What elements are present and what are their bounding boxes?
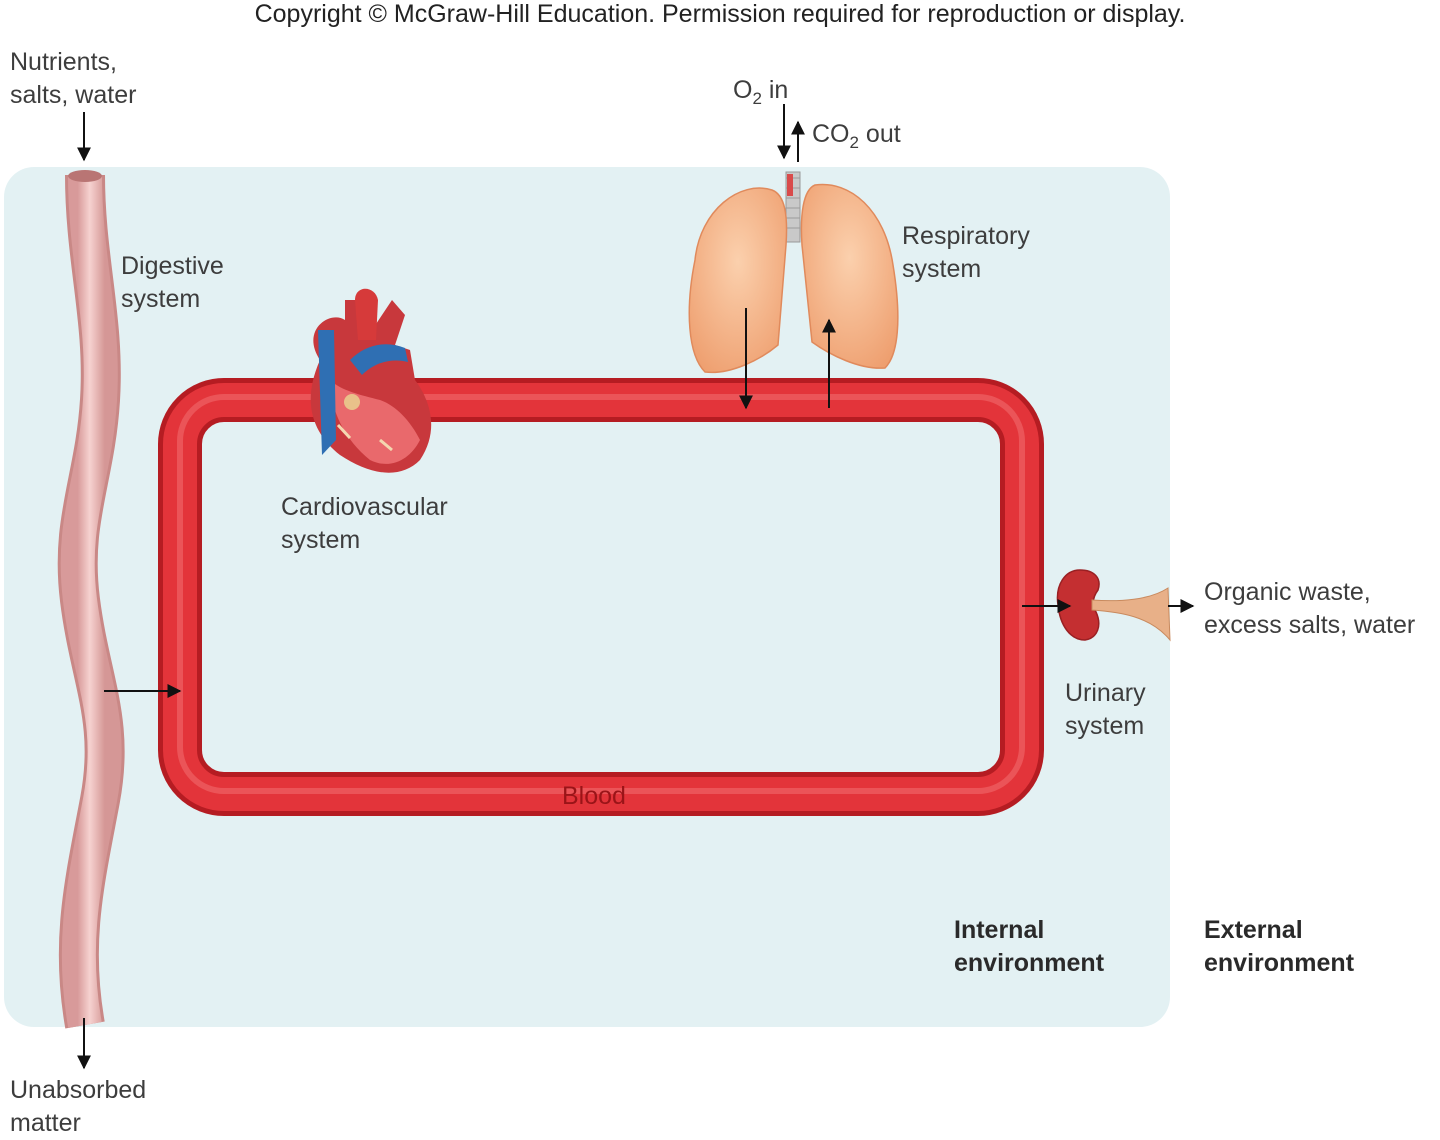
heart-icon	[310, 288, 432, 473]
label-blood: Blood	[562, 782, 626, 810]
label-unabsorbed-line2: matter	[10, 1109, 81, 1137]
label-digestive-line2: system	[121, 285, 201, 313]
flow-arrows	[77, 104, 1195, 1070]
o2-subscript: 2	[752, 89, 762, 108]
label-external-environment: External environment	[1204, 914, 1354, 980]
label-respiratory-system: Respiratory system	[902, 220, 1030, 286]
label-urinary-line1: Urinary	[1065, 679, 1146, 707]
label-cardiovascular-line2: system	[281, 526, 361, 554]
label-cardiovascular-system: Cardiovascular system	[281, 491, 448, 557]
label-organic-waste: Organic waste, excess salts, water	[1204, 576, 1415, 642]
o2-suffix: in	[761, 76, 789, 104]
label-internal-environment: Internal environment	[954, 914, 1104, 980]
label-waste-line2: excess salts, water	[1204, 611, 1416, 639]
label-nutrients: Nutrients, salts, water	[10, 46, 136, 112]
label-urinary-line2: system	[1065, 712, 1145, 740]
blood-vessel-loop	[158, 378, 1044, 816]
co2-subscript: 2	[849, 133, 859, 152]
label-nutrients-line1: Nutrients,	[10, 48, 117, 76]
digestive-tract	[57, 170, 125, 1029]
label-internal-line2: environment	[954, 949, 1105, 977]
label-co2-out: CO2 out	[812, 118, 901, 159]
co2-suffix: out	[858, 120, 901, 148]
kidney-icon	[1056, 569, 1171, 642]
label-unabsorbed-line1: Unabsorbed	[10, 1076, 147, 1104]
o2-symbol: O	[733, 76, 753, 104]
label-internal-line1: Internal	[954, 916, 1045, 944]
label-nutrients-line2: salts, water	[10, 81, 137, 109]
label-respiratory-line2: system	[902, 255, 982, 283]
label-external-line1: External	[1204, 916, 1303, 944]
label-digestive-line1: Digestive	[121, 252, 224, 280]
label-o2-in: O2 in	[733, 74, 788, 115]
co2-symbol: CO	[812, 120, 850, 148]
label-urinary-system: Urinary system	[1065, 677, 1146, 743]
label-external-line2: environment	[1204, 949, 1355, 977]
label-unabsorbed: Unabsorbed matter	[10, 1074, 146, 1140]
label-waste-line1: Organic waste,	[1204, 578, 1371, 606]
label-respiratory-line1: Respiratory	[902, 222, 1030, 250]
copyright-notice: Copyright © McGraw-Hill Education. Permi…	[254, 0, 1186, 28]
label-digestive-system: Digestive system	[121, 250, 224, 316]
label-cardiovascular-line1: Cardiovascular	[281, 493, 448, 521]
